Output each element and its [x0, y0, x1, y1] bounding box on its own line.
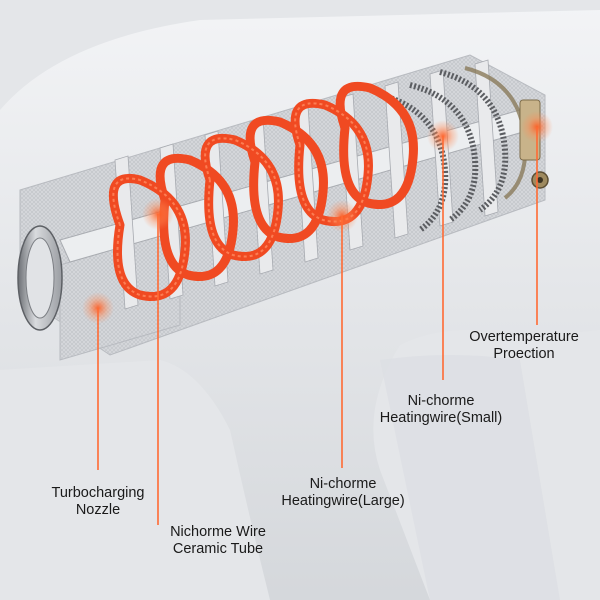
label-line: Overtemperature [469, 329, 579, 345]
small-heating-coils [379, 69, 509, 233]
heating-core-assembly [17, 54, 549, 361]
label-overtemperature-protection: Overtemperature Proection [458, 329, 590, 363]
label-heatingwire-small: Ni-chorme Heatingwire(Small) [366, 393, 516, 427]
label-line: Nozzle [75, 502, 121, 518]
label-nichorme-wire-ceramic-tube: Nichorme Wire Ceramic Tube [158, 524, 278, 558]
label-line: Proection [493, 346, 555, 362]
label-line: Heatingwire(Large) [281, 493, 405, 509]
label-heatingwire-large: Ni-chorme Heatingwire(Large) [268, 476, 418, 510]
turbocharging-nozzle-graphic [17, 225, 63, 331]
label-line: Turbocharging [51, 485, 145, 501]
large-heating-coils-detail [112, 102, 370, 298]
label-line: Ni-chorme [309, 476, 377, 492]
label-line: Heatingwire(Small) [379, 410, 503, 426]
label-line: Ceramic Tube [172, 541, 264, 557]
leader-lines [97, 127, 538, 525]
label-turbocharging-nozzle: Turbocharging Nozzle [43, 485, 153, 519]
label-line: Nichorme Wire [170, 524, 266, 540]
label-line: Ni-chorme [407, 393, 475, 409]
